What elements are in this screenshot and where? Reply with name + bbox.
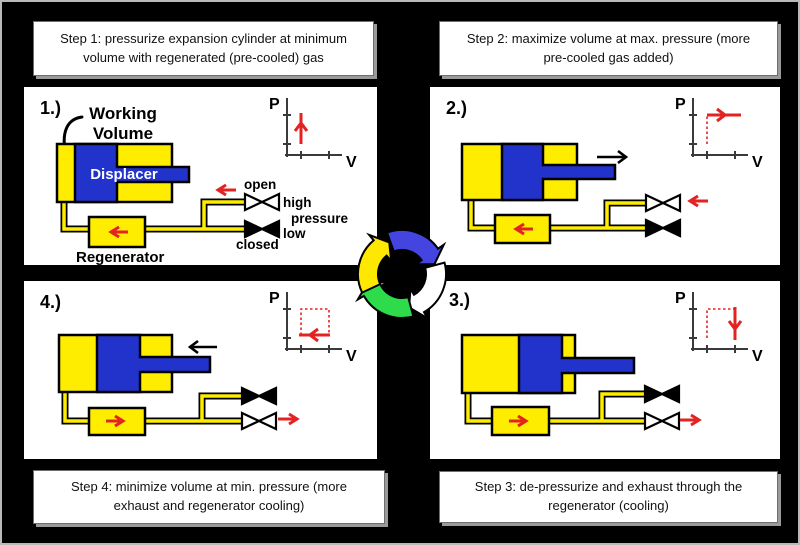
cycle-arrow-green bbox=[355, 280, 415, 319]
gas-flow-arrow bbox=[278, 412, 300, 426]
working-volume-label: Working bbox=[89, 104, 157, 123]
displacer-piston bbox=[500, 142, 617, 202]
cycle-arrow-blue bbox=[385, 228, 447, 266]
valve-closed-label: closed bbox=[236, 237, 279, 252]
valve-open-icon bbox=[643, 411, 681, 431]
pv-diagram: P V bbox=[675, 96, 763, 171]
panel-step1: 1.) P V Working Volume Displacer bbox=[24, 87, 377, 265]
gas-flow-arrow bbox=[687, 194, 708, 208]
gas-pipe bbox=[467, 195, 646, 232]
valve-closed-icon bbox=[240, 386, 278, 406]
pressure-high-label: high bbox=[283, 195, 312, 210]
regenerator-flow-arrow bbox=[106, 414, 126, 428]
regenerator-flow-arrow bbox=[513, 222, 533, 236]
valve-open-icon bbox=[243, 192, 281, 212]
regenerator-box bbox=[87, 406, 147, 437]
pv-v-label: V bbox=[752, 154, 763, 171]
regenerator-flow-arrow bbox=[509, 414, 529, 428]
valve-open-label: open bbox=[244, 177, 276, 192]
caption-step2: Step 2: maximize volume at max. pressure… bbox=[439, 21, 778, 76]
valve-closed-icon bbox=[644, 218, 682, 238]
valve-open-icon bbox=[240, 411, 278, 431]
valve-closed-icon bbox=[643, 384, 681, 404]
pv-path-dotted bbox=[300, 308, 330, 335]
pv-v-label: V bbox=[346, 348, 357, 365]
pv-diagram: P V bbox=[269, 290, 357, 365]
caption-step1: Step 1: pressurize expansion cylinder at… bbox=[33, 21, 374, 76]
pv-diagram: P V bbox=[269, 96, 357, 171]
pv-p-label: P bbox=[269, 290, 280, 307]
pressure-word-label: pressure bbox=[291, 211, 349, 226]
valve-closed-icon bbox=[243, 219, 281, 239]
pv-p-label: P bbox=[675, 290, 686, 307]
panel-step2: 2.) P V bbox=[430, 87, 780, 265]
regenerator-label: Regenerator bbox=[76, 249, 165, 265]
cycle-rotation-diagram bbox=[355, 228, 447, 321]
cycle-arrow-yellow bbox=[357, 232, 393, 294]
working-volume-label: Volume bbox=[93, 124, 153, 143]
gas-flow-arrow bbox=[680, 413, 702, 427]
piston-motion-arrow bbox=[597, 149, 629, 165]
pv-v-label: V bbox=[346, 154, 357, 171]
pv-p-label: P bbox=[269, 96, 280, 113]
piston-motion-arrow bbox=[187, 339, 217, 355]
gas-flow-arrow bbox=[215, 183, 236, 197]
panel-number: 2.) bbox=[446, 98, 467, 118]
cycle-arrow-white bbox=[408, 261, 447, 321]
gas-pipe bbox=[464, 387, 645, 425]
valve-open-icon bbox=[644, 193, 682, 213]
pv-v-label: V bbox=[752, 348, 763, 365]
displacer-piston bbox=[73, 142, 191, 204]
panel-number: 1.) bbox=[40, 98, 61, 118]
gas-pipe bbox=[60, 197, 245, 233]
caption-step3: Step 3: de-pressurize and exhaust throug… bbox=[439, 471, 778, 523]
pressure-low-label: low bbox=[283, 226, 306, 241]
gas-pipe bbox=[61, 386, 242, 425]
caption-step4: Step 4: minimize volume at min. pressure… bbox=[33, 470, 385, 524]
displacer-piston bbox=[95, 333, 212, 394]
pv-diagram: P V bbox=[675, 290, 763, 365]
panel-number: 3.) bbox=[449, 290, 470, 310]
cycle-hub bbox=[378, 250, 426, 298]
regenerator-flow-arrow bbox=[108, 225, 128, 239]
panel-number: 4.) bbox=[40, 292, 61, 312]
panel-step4: 4.) P V bbox=[24, 281, 377, 459]
panel-step3: 3.) P V bbox=[430, 281, 780, 459]
displacer-label: Displacer bbox=[90, 166, 158, 183]
displacer-piston bbox=[517, 333, 636, 395]
pv-p-label: P bbox=[675, 96, 686, 113]
